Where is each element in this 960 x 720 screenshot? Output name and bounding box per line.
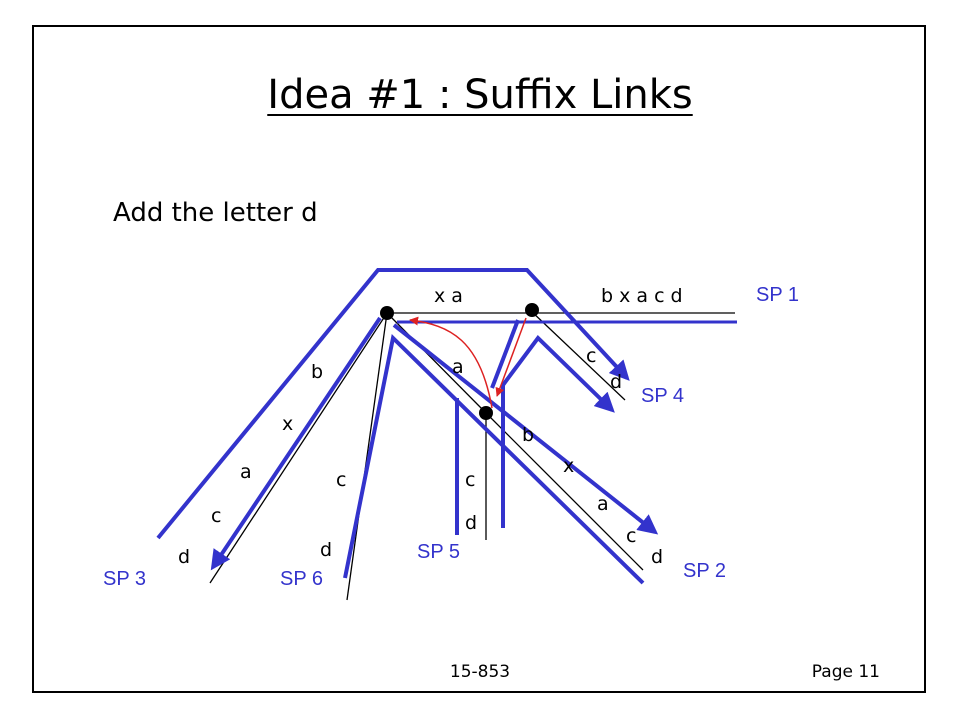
tree-node-3 xyxy=(479,406,493,420)
slide-subtitle: Add the letter d xyxy=(113,198,318,228)
edge-label: a xyxy=(452,356,464,378)
slide-title-text: Idea #1 : Suffix Links xyxy=(267,72,693,118)
edge-label: x a xyxy=(434,285,463,307)
tree-edge-root-node3 xyxy=(386,312,487,414)
edge-label: a xyxy=(597,493,609,515)
tree-node-root xyxy=(380,306,394,320)
sp-label-5: SP 5 xyxy=(417,541,460,563)
edge-label: d xyxy=(651,546,663,568)
edge-label: d xyxy=(178,546,190,568)
edge-label: d xyxy=(610,371,622,393)
footer-course-number: 15-853 xyxy=(449,662,511,682)
edge-label: c xyxy=(336,469,346,491)
suffix-link-node2-node3 xyxy=(495,317,527,397)
sp2-path xyxy=(392,323,659,535)
footer-page-number: Page 11 xyxy=(811,662,880,682)
sp1-path xyxy=(156,268,630,540)
sp6-path xyxy=(343,333,645,585)
tree-edge-middle-leaf xyxy=(346,312,388,601)
sp4-path xyxy=(501,334,615,528)
slide-title: Idea #1 : Suffix Links xyxy=(0,72,960,118)
edge-label: b x a c d xyxy=(601,285,683,307)
tree-node-2 xyxy=(525,303,539,317)
sp-label-6: SP 6 xyxy=(280,568,323,590)
edge-label: a xyxy=(240,461,252,483)
tree-edge-node3-leaf-right xyxy=(485,412,644,571)
edge-label: b xyxy=(522,424,534,446)
edge-label: c xyxy=(211,505,221,527)
sp-label-3: SP 3 xyxy=(103,568,146,590)
tree-edge-left-leaf xyxy=(209,312,388,584)
edge-label: x xyxy=(563,455,574,477)
edge-label: c xyxy=(626,525,636,547)
suffix-link-node3-root xyxy=(409,316,493,409)
edge-label: c xyxy=(586,345,596,367)
slide-frame xyxy=(32,25,926,693)
sp4-path-outer xyxy=(490,319,520,389)
edge-label: c xyxy=(465,469,475,491)
edge-label: x xyxy=(282,413,293,435)
edge-label: b xyxy=(311,361,323,383)
edge-label: d xyxy=(320,539,332,561)
sp3-path xyxy=(210,316,382,571)
edge-label: d xyxy=(465,512,477,534)
sp-label-4: SP 4 xyxy=(641,385,684,407)
sp-label-1: SP 1 xyxy=(756,284,799,306)
sp-label-2: SP 2 xyxy=(683,560,726,582)
tree-edge-node2-leaf xyxy=(529,309,626,401)
